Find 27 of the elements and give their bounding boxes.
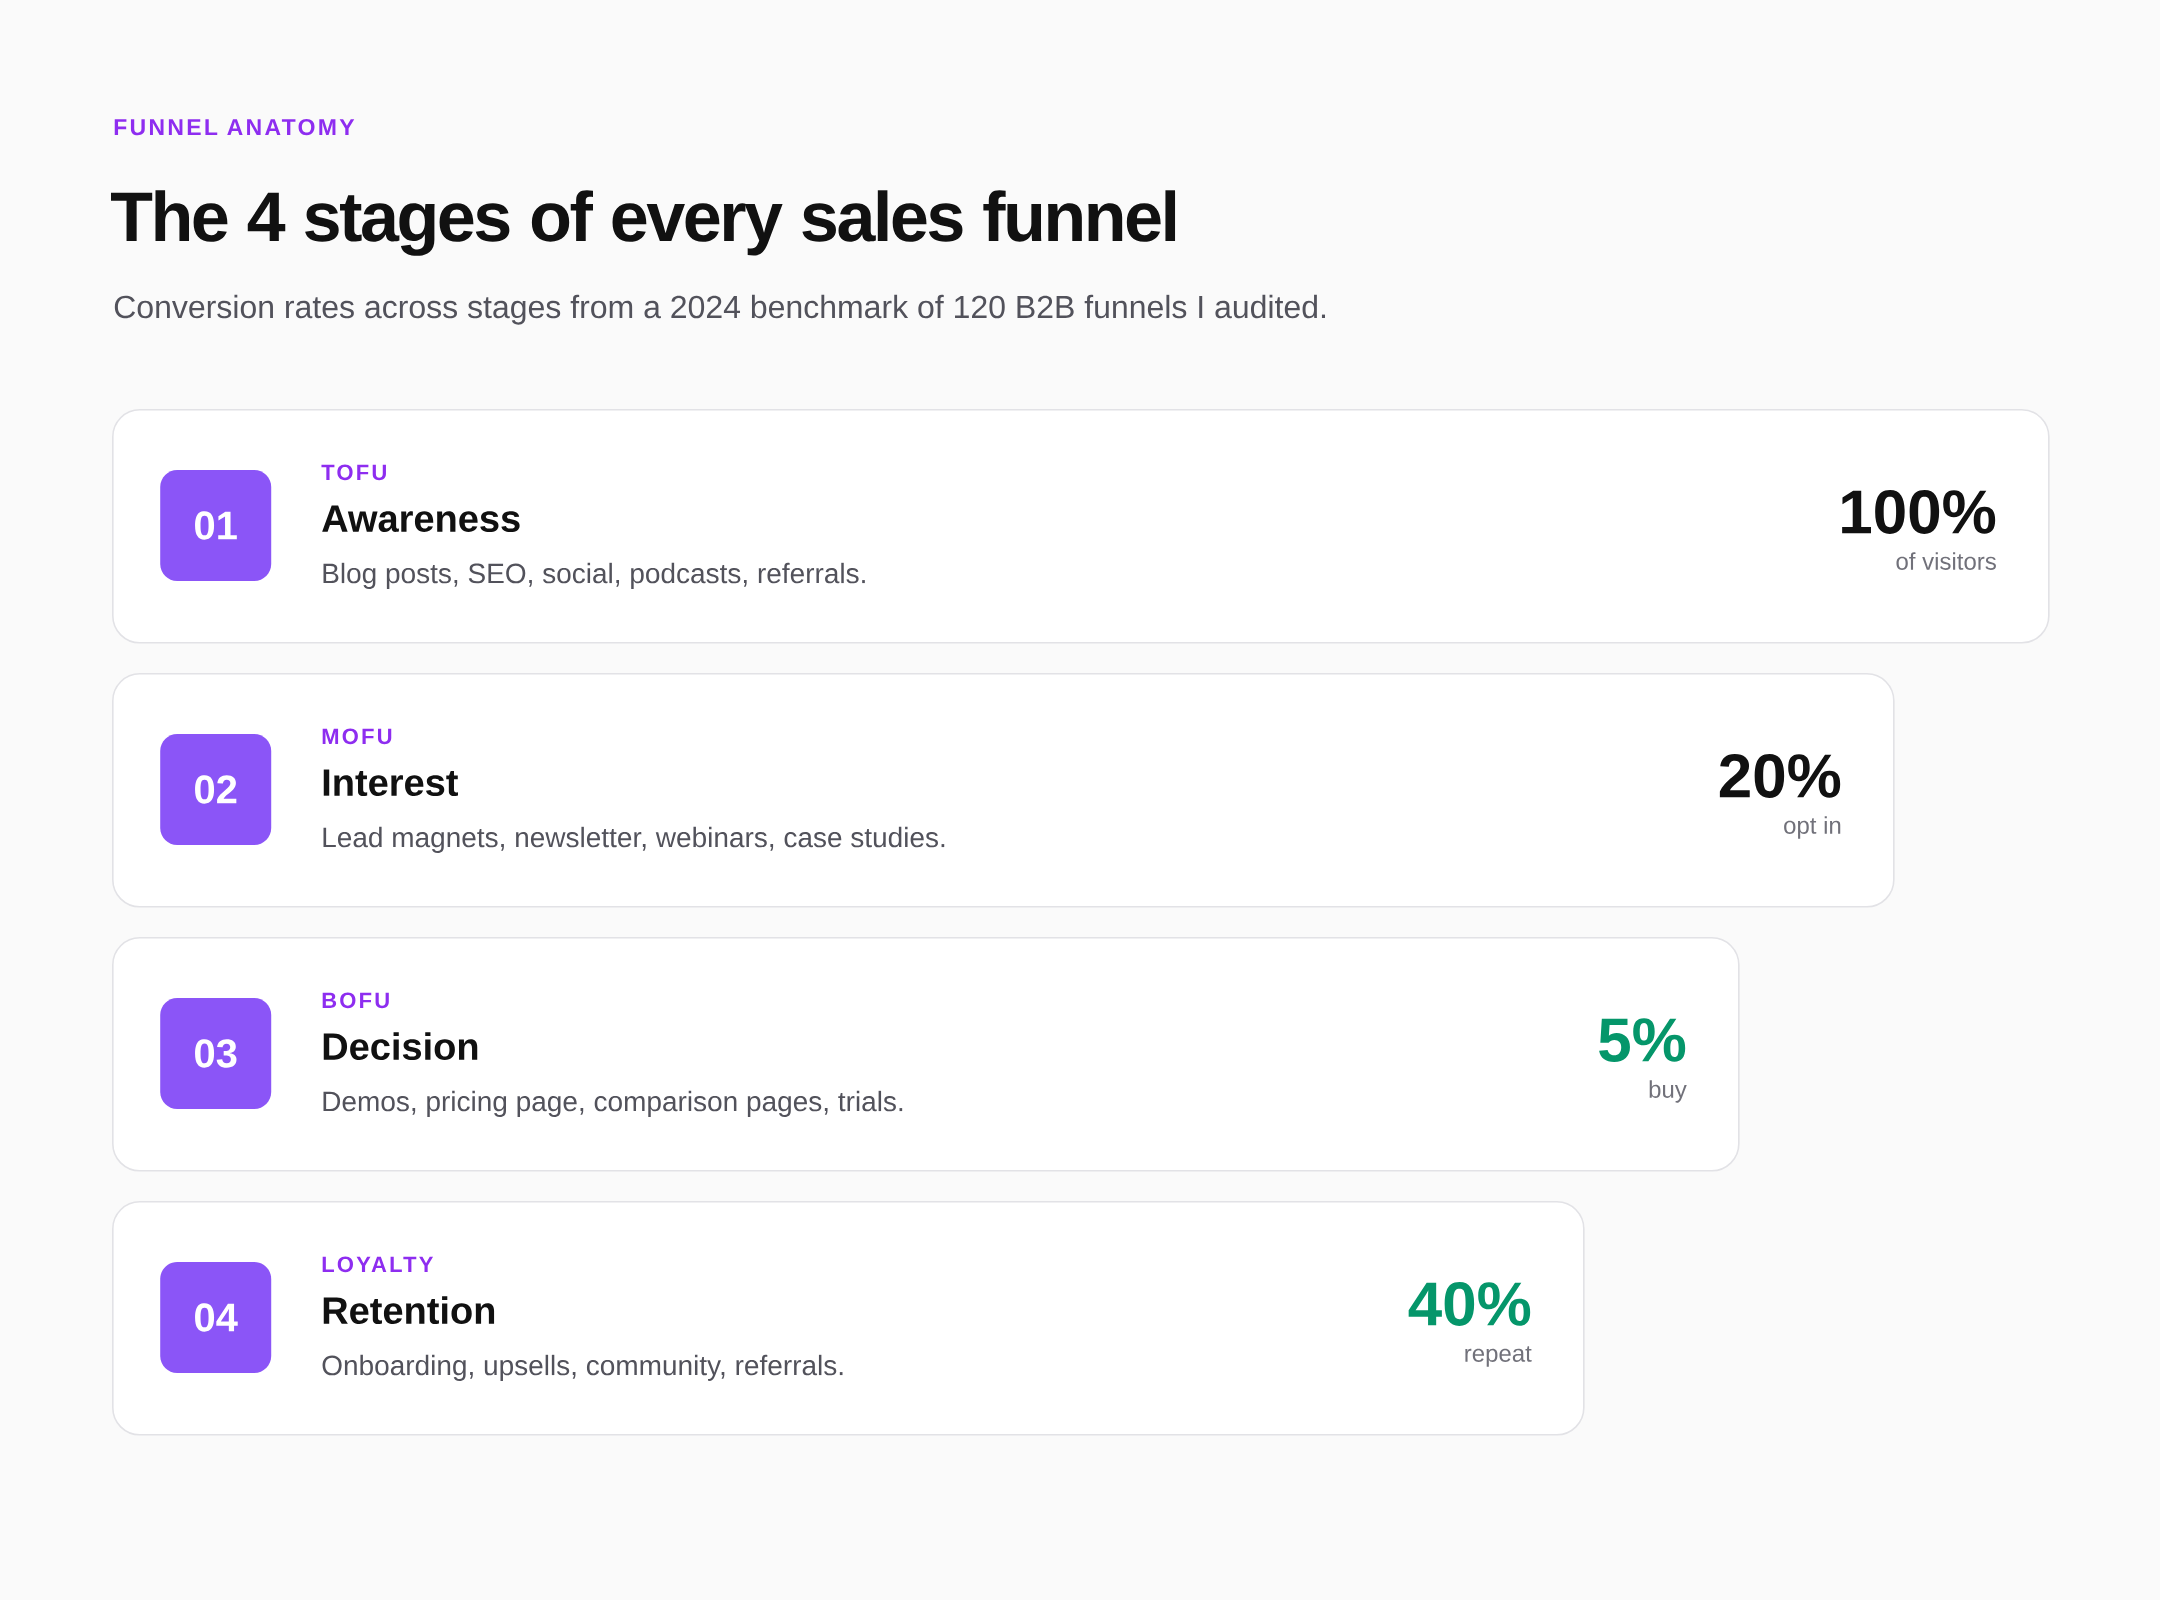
percentage: 5% (1599, 1018, 1686, 1062)
stage-title: Decision (323, 1032, 478, 1061)
stage-tag: BOFU (322, 992, 389, 1009)
stage-description: Blog posts, SEO, social, podcasts, referrals. (323, 562, 865, 589)
percentage-caption: buy (1649, 1080, 1687, 1103)
stage-tag: LOYALTY (322, 1256, 434, 1273)
stage-description: Lead magnets, newsletter, webinars, case studies. (323, 826, 945, 853)
eyebrow-text: FUNNEL ANATOMY (114, 118, 355, 136)
percentage: 100% (1842, 490, 1996, 534)
stage-description: Onboarding, upsells, community, referrals. (322, 1354, 843, 1381)
number-badge: 02 (160, 734, 272, 845)
stage-tag: MOFU (322, 728, 392, 745)
subtitle: Conversion rates across stages from a 2024 benchmark of 120 B2B funnels I audited. (114, 294, 1325, 325)
title: The 4 stages of every sales funnel (111, 190, 1176, 256)
number-badge: 03 (160, 998, 272, 1109)
number-badge: 04 (160, 1262, 272, 1373)
stage-tag: TOFU (321, 464, 386, 481)
percentage-caption: opt in (1784, 816, 1841, 839)
stage-title: Interest (323, 769, 458, 797)
percentage: 40% (1408, 1282, 1531, 1326)
percentage: 20% (1719, 754, 1841, 798)
number-badge: 01 (160, 470, 272, 581)
stage-title: Awareness (322, 505, 520, 533)
percentage-caption: of visitors (1896, 552, 1996, 570)
stage-description: Demos, pricing page, comparison pages, trials. (323, 1090, 903, 1117)
percentage-caption: repeat (1465, 1346, 1532, 1367)
stage-title: Retention (323, 1296, 495, 1325)
